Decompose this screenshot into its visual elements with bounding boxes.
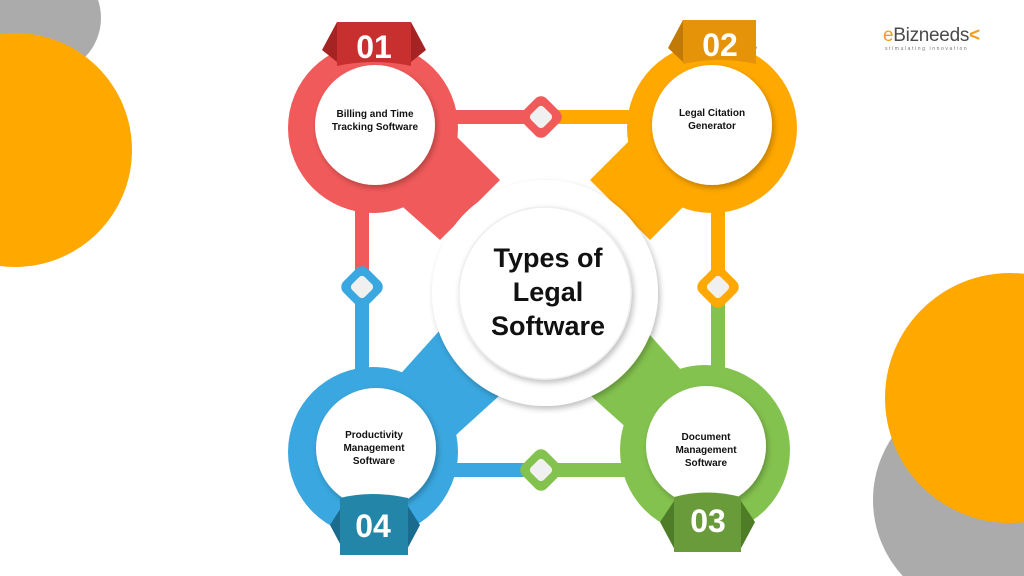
badge-ribbon-fold [411,22,426,62]
badge-ribbon-fold [322,22,337,62]
brand-wordmark: eBizneeds< [883,25,993,46]
item-label-line2: Management [675,445,737,456]
connector-diamond-top [520,96,562,138]
logo-e: e [883,25,894,46]
item-label-line3: Software [353,456,396,467]
item-label-line2: Generator [688,121,736,132]
connector-diamond-left [341,266,383,308]
bg-orange-circle-right [885,273,1024,523]
item-04-productivity: 04 Productivity Management Software [288,367,458,555]
center-title-line2: Legal [513,277,584,307]
item-number: 03 [690,503,726,539]
badge-ribbon-fold [660,498,676,552]
item-label-line1: Document [682,432,732,443]
center-title-line1: Types of [493,243,603,273]
number-badge [683,20,756,64]
connector-diamond-right [697,266,739,308]
badge-ribbon-fold [739,498,755,552]
item-number: 01 [356,29,392,65]
item-label-line1: Productivity [345,430,403,441]
bg-orange-circle-left [0,33,132,267]
item-number: 02 [702,27,738,63]
center-hub: Types of Legal Software [432,180,658,406]
center-title-line3: Software [491,311,605,341]
item-label-line2: Tracking Software [332,122,419,133]
item-label-line1: Legal Citation [679,108,745,119]
badge-ribbon-fold [668,20,683,62]
number-badge [337,22,411,66]
item-01-billing: 01 Billing and Time Tracking Software [288,22,458,213]
item-number: 04 [355,508,391,544]
connector-diamond-bottom [520,449,562,491]
item-02-citation: 02 Legal Citation Generator [627,20,797,213]
item-label-line1: Billing and Time [336,109,413,120]
connector-lines [355,110,725,477]
brand-tagline: stimulating innovation [885,46,969,52]
item-label-line2: Management [343,443,405,454]
number-badge [340,494,408,555]
logo-text: Bizneeds [893,25,970,46]
item-03-document: 03 Document Management Software [620,365,790,552]
logo-mark-icon: < [969,25,980,46]
brand-logo: eBizneeds< stimulating innovation [883,25,993,52]
item-label-line3: Software [685,458,728,469]
number-badge [674,492,741,552]
